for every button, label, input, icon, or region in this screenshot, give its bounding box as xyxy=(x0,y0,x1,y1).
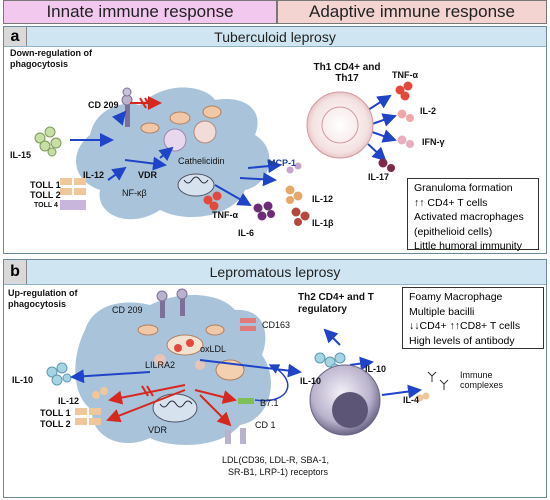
panel-a-title-text: Tuberculoid leprosy xyxy=(214,28,336,45)
label-b71: B7.1 xyxy=(260,398,279,408)
th1-ifng: IFN-γ xyxy=(422,137,445,147)
il4-molecules xyxy=(416,392,430,402)
tnfa-balls-a xyxy=(203,191,222,211)
summary-a-line-2: ↑↑ CD4+ T cells xyxy=(414,196,488,209)
label-il12-b: IL-12 xyxy=(58,396,80,406)
adaptive-header-text: Adaptive immune response xyxy=(308,2,515,21)
mcp1-balls-a xyxy=(286,162,302,174)
label-il12b-a: IL-12 xyxy=(312,194,334,204)
th2-il10: IL-10 xyxy=(365,364,387,374)
summary-a-line-5: Little humoral immunity xyxy=(414,240,522,252)
label-cd163: CD163 xyxy=(262,320,291,330)
label-receptors-1: LDL(CD36, LDL-R, SBA-1, xyxy=(222,455,330,465)
label-vdr-a: VDR xyxy=(138,170,158,180)
th1-il2: IL-2 xyxy=(420,106,437,116)
panel-b-summary-box: Foamy Macrophage Multiple bacilli ↓↓CD4+… xyxy=(402,287,544,349)
label-vdr-b: VDR xyxy=(148,425,168,435)
label-il12-a: IL-12 xyxy=(83,170,105,180)
label-tnfa-a: TNF-α xyxy=(212,210,239,220)
panel-b-letter: b xyxy=(4,260,27,284)
label-lilra2: LILRA2 xyxy=(145,360,176,370)
label-toll4-a: TOLL 4 xyxy=(34,202,58,209)
label-receptors-2: SR-B1, LRP-1) receptors xyxy=(228,467,329,477)
label-il15: IL-15 xyxy=(10,150,32,160)
label-immune-complexes: Immune complexes xyxy=(460,370,504,390)
il10-balls-right xyxy=(314,352,346,373)
feedback-arrow-b xyxy=(254,364,289,402)
label-cd209-b: CD 209 xyxy=(112,305,143,315)
label-toll2-a: TOLL 2 xyxy=(30,190,61,200)
toll-receptors-a xyxy=(60,178,86,210)
panel-a-letter: a xyxy=(4,27,27,46)
toll-receptors-b xyxy=(75,408,101,425)
label-cathelicidin: Cathelicidin xyxy=(178,156,225,166)
th2-il4: IL-4 xyxy=(403,395,420,405)
summary-b-line-1: Foamy Macrophage xyxy=(409,291,503,303)
th2-title: Th2 CD4+ and T regulatory xyxy=(298,292,374,315)
panel-a-subtitle: Down-regulation of phagocytosis xyxy=(10,48,92,69)
panel-a-title: Tuberculoid leprosy xyxy=(4,27,546,47)
th1-tnfa: TNF-α xyxy=(392,70,419,80)
arrows-b-blue xyxy=(70,328,422,399)
il1b-balls-a xyxy=(291,207,310,226)
label-mcp1: MCP-1 xyxy=(268,158,297,168)
arrows-a-blue xyxy=(70,94,397,206)
th1-cytokines xyxy=(378,81,414,172)
label-toll1-a: TOLL 1 xyxy=(30,180,61,190)
summary-a-line-4: (epithelioid cells) xyxy=(414,225,493,238)
label-cd1: CD 1 xyxy=(255,420,276,430)
summary-b-line-4: High levels of antibody xyxy=(409,334,515,347)
immune-complexes xyxy=(427,371,449,390)
summary-b-line-2: Multiple bacilli xyxy=(409,305,475,318)
th1-il17: IL-17 xyxy=(368,172,390,182)
label-il6-a: IL-6 xyxy=(238,228,255,238)
il12-balls-b xyxy=(92,387,108,399)
arrows-b-red xyxy=(106,384,237,427)
innate-header-text: Innate immune response xyxy=(46,2,234,21)
label-il1b-a: IL-1β xyxy=(312,218,334,228)
label-cd209-a: CD 209 xyxy=(88,100,119,110)
organelles-b xyxy=(137,324,245,423)
panel-b-subtitle: Up-regulation of phagocytosis xyxy=(8,288,78,309)
il12-balls-a xyxy=(285,185,303,204)
label-toll1-b: TOLL 1 xyxy=(40,408,71,418)
innate-header: Innate immune response xyxy=(3,0,277,24)
il10-balls-left xyxy=(46,362,72,386)
summary-a-line-1: Granuloma formation xyxy=(414,182,513,194)
cd209-receptor-a xyxy=(121,87,133,127)
inhibition-a xyxy=(130,96,162,110)
label-nfkb: NF-κβ xyxy=(122,188,147,198)
th1-cell xyxy=(306,91,374,159)
summary-a-line-3: Activated macrophages xyxy=(414,211,524,223)
label-il10-left: IL-10 xyxy=(12,375,34,385)
label-oxldl: oxLDL xyxy=(200,344,227,354)
summary-b-line-3: ↓↓CD4+ ↑↑CD8+ T cells xyxy=(409,320,521,332)
label-il10-mid: IL-10 xyxy=(300,376,322,386)
panel-b-title: Lepromatous leprosy xyxy=(4,260,546,285)
panel-a-summary-box: Granuloma formation ↑↑ CD4+ T cells Acti… xyxy=(407,178,539,252)
organelles-a xyxy=(140,105,222,197)
panel-b-title-text: Lepromatous leprosy xyxy=(209,264,341,280)
th1-title: Th1 CD4+ and Th17 xyxy=(313,62,381,84)
il15-molecules xyxy=(34,126,62,157)
adaptive-header: Adaptive immune response xyxy=(277,0,547,24)
label-toll2-b: TOLL 2 xyxy=(40,419,71,429)
receptors-b xyxy=(156,288,256,444)
il6-balls-a xyxy=(253,201,275,221)
